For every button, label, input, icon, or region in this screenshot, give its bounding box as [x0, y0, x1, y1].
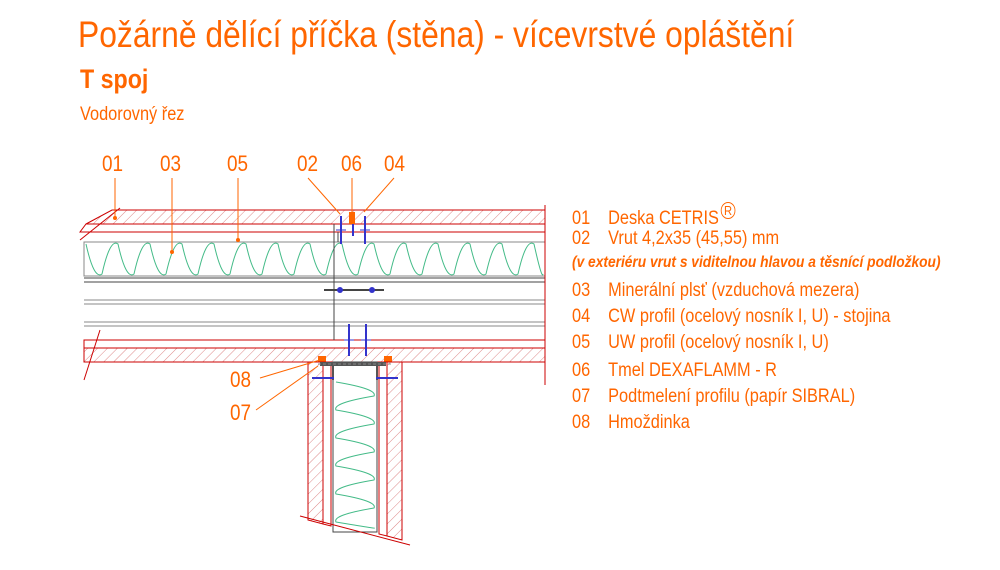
- cut-line: [83, 329, 101, 381]
- callout-05: 05: [227, 151, 249, 176]
- registered-mark-icon: R: [720, 202, 736, 219]
- partition-board-left-inner: [322, 361, 332, 527]
- leader-02: [307, 177, 341, 215]
- board-bottom-inner: [83, 339, 546, 349]
- callout-06: 06: [341, 151, 363, 176]
- callout-02: 02: [297, 151, 319, 176]
- cut-line: [299, 515, 411, 546]
- partition-board-right-inner: [378, 361, 388, 537]
- board-bottom-outer: [83, 347, 546, 363]
- callout-08: 08: [230, 367, 252, 392]
- cut-line: [79, 207, 121, 241]
- partition-board-left: [307, 361, 324, 525]
- legend-note: (v exteriéru vrut s viditelnou hlavou a …: [572, 254, 941, 271]
- insulation-wave: [85, 242, 544, 276]
- leader-07: [255, 365, 319, 411]
- sealant: [318, 356, 326, 362]
- partition-board-right: [386, 361, 403, 541]
- dowel-head: [337, 287, 343, 293]
- leader-04: [363, 177, 395, 213]
- board-top-outer: [85, 209, 546, 225]
- page-title: Požárně dělící příčka (stěna) - vícevrst…: [78, 14, 795, 55]
- leader-lines: [114, 177, 395, 411]
- sealant: [384, 356, 392, 362]
- sealant: [349, 212, 355, 224]
- insulation-band: [83, 241, 546, 277]
- callout-04: 04: [384, 151, 406, 176]
- screw-group-bottom: [344, 324, 371, 356]
- board-top-inner: [79, 223, 546, 233]
- leader-dots: [113, 216, 240, 254]
- section-label: Vodorovný řez: [80, 104, 185, 125]
- leader-08: [259, 359, 321, 379]
- dowel-head: [369, 287, 375, 293]
- callout-07: 07: [230, 400, 252, 425]
- main-wall: [79, 205, 546, 385]
- joint-type: T spoj: [80, 64, 149, 94]
- partition-insulation-wave: [335, 381, 375, 529]
- callout-01: 01: [102, 151, 124, 176]
- partition-wall: [299, 361, 411, 546]
- callout-03: 03: [160, 151, 182, 176]
